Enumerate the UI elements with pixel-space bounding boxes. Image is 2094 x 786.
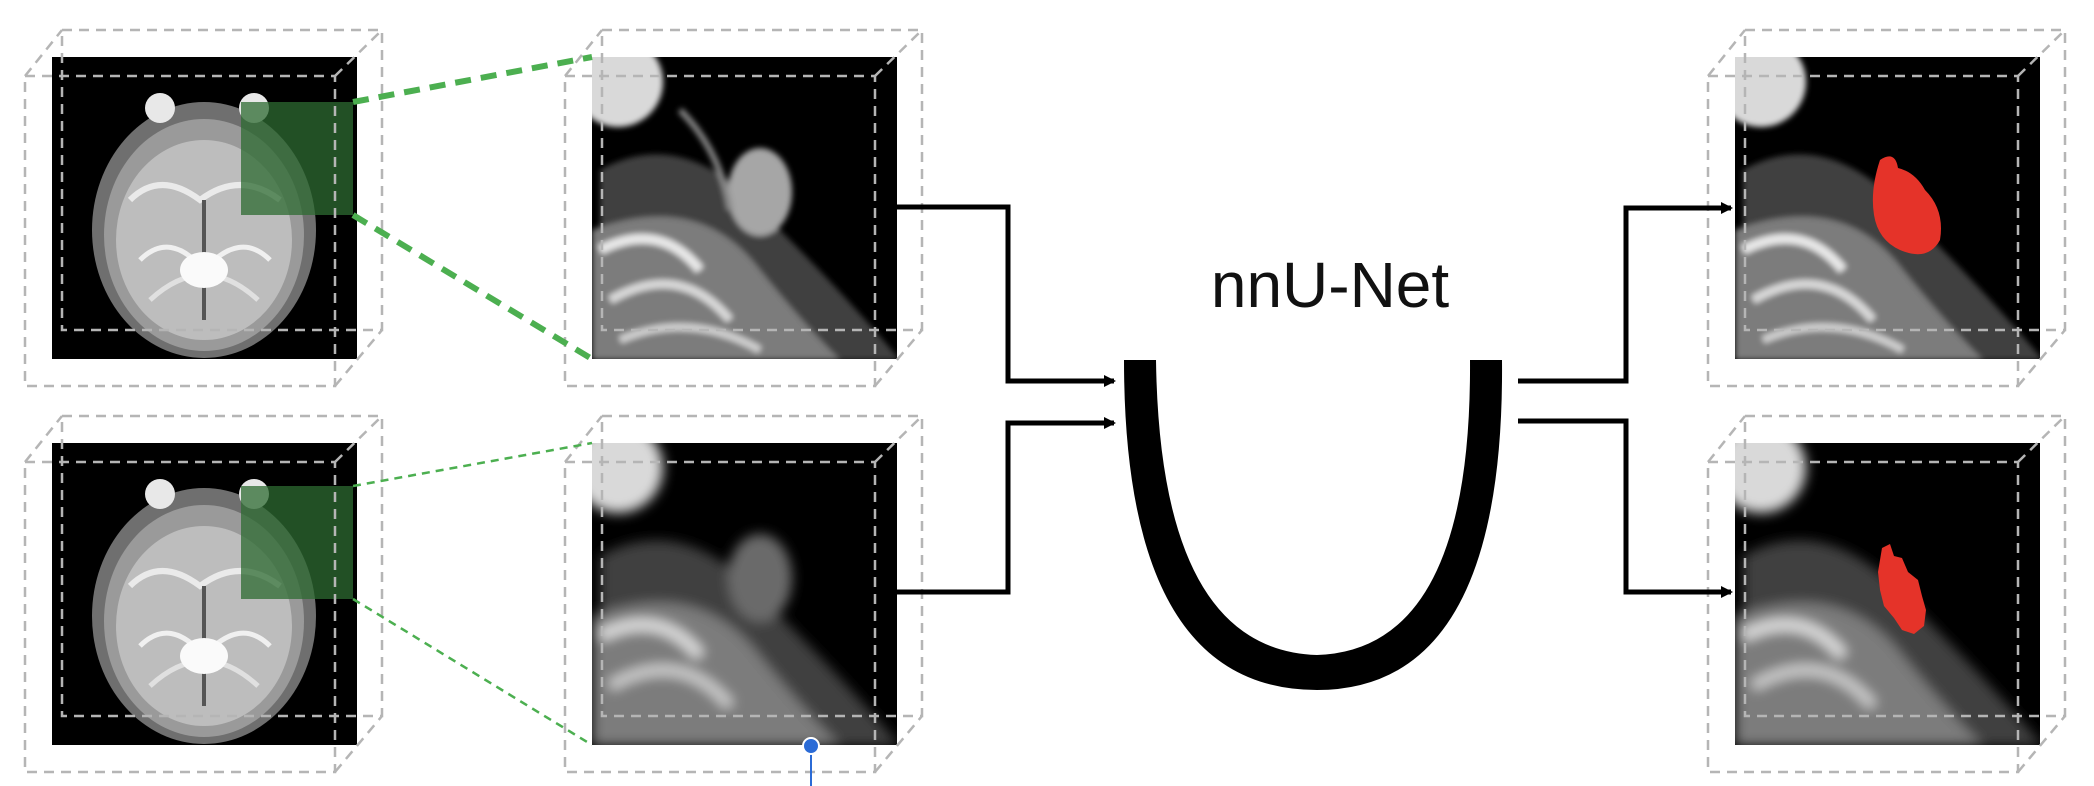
cube-outlines — [23, 28, 2067, 774]
cropped-roi-image — [592, 57, 897, 359]
full-scan-bottom-panel — [52, 443, 357, 745]
network-label: nnU-Net — [1210, 249, 1450, 321]
segmentation-image — [1735, 57, 2040, 359]
output-top-panel — [1735, 57, 2040, 359]
roi-connector-lines — [351, 54, 594, 747]
crop-top-panel — [592, 57, 897, 359]
cropped-roi-image — [592, 443, 897, 745]
segmentation-image — [1735, 443, 2040, 745]
crop-bottom-panel — [592, 443, 897, 745]
output-bottom-panel — [1735, 443, 2040, 745]
u-shape-network-icon — [1124, 360, 1503, 690]
cursor-handle-icon[interactable] — [802, 737, 820, 786]
brain-axial-image — [92, 479, 316, 744]
lesion-mask — [1878, 544, 1926, 634]
arrow-icon — [897, 202, 1733, 598]
lesion-mask — [1872, 156, 1941, 255]
full-scan-top-panel — [52, 57, 357, 359]
